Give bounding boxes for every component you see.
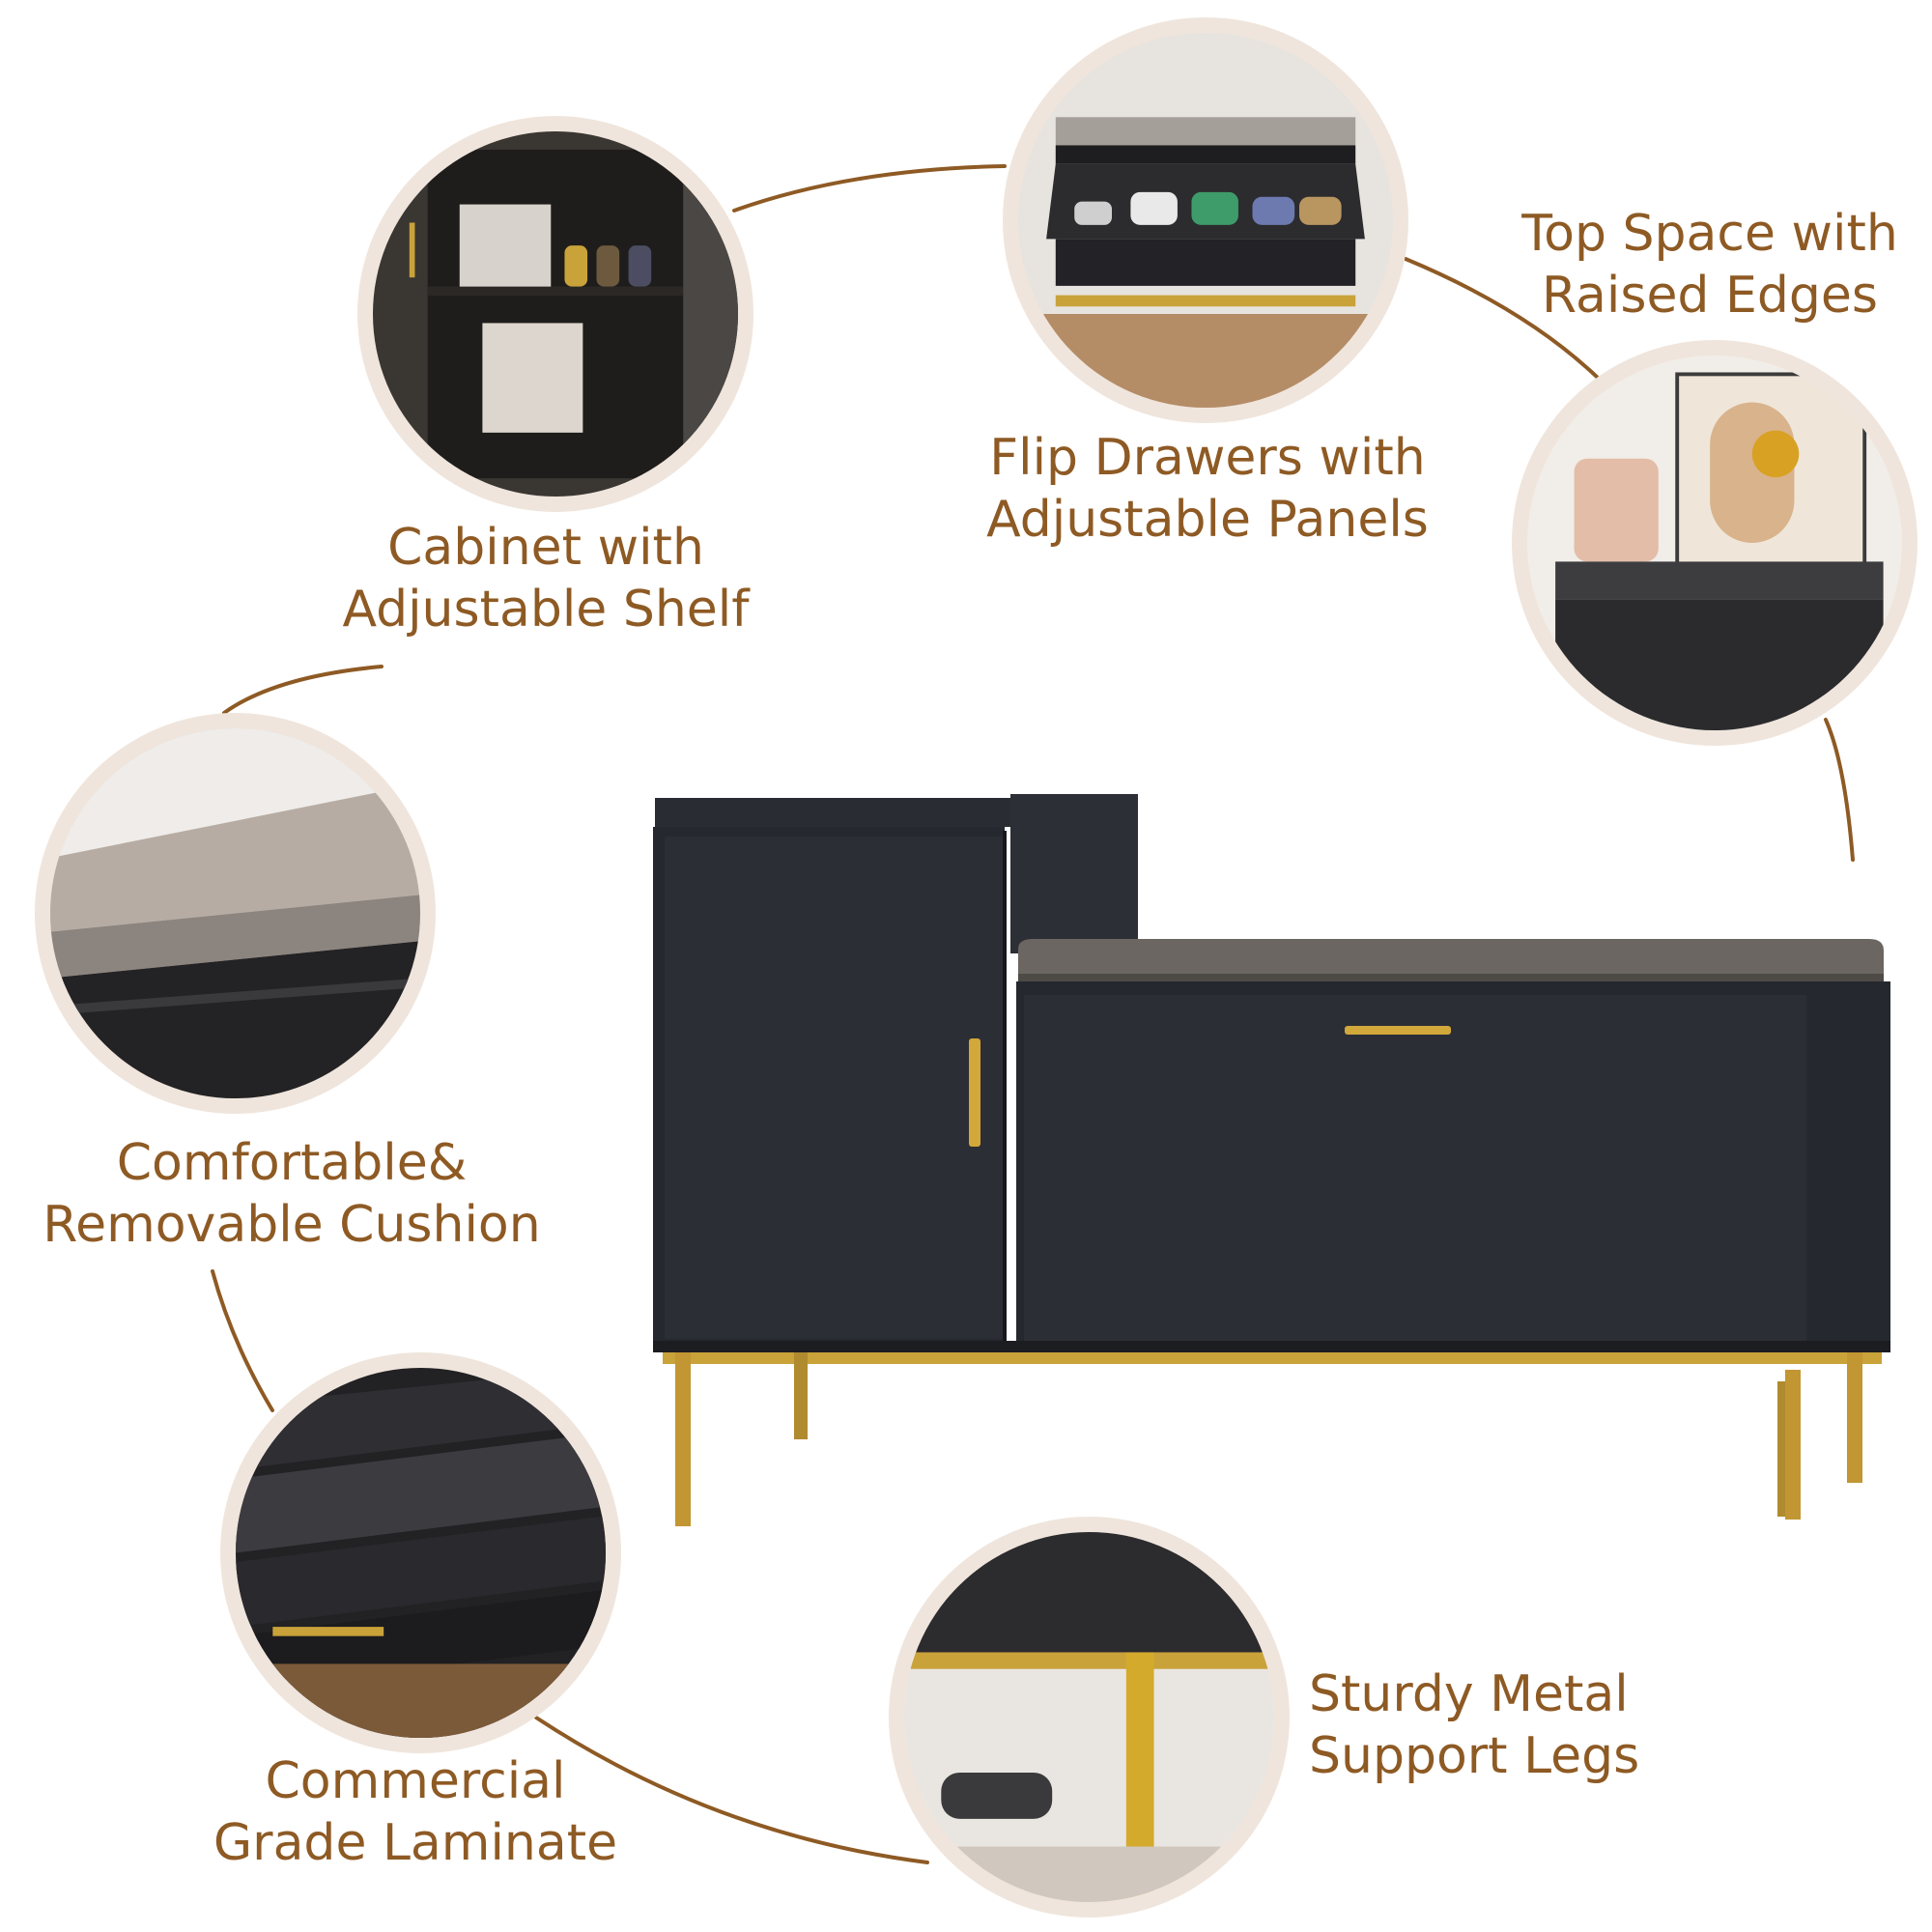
feature-label-laminate: Commercial Grade Laminate xyxy=(193,1750,638,1874)
top-space-detail-circle xyxy=(1512,340,1918,746)
feature-label-line: Cabinet with xyxy=(387,519,704,577)
feature-label-cushion: Comfortable& Removable Cushion xyxy=(21,1132,562,1256)
cabinet-detail-circle xyxy=(357,116,753,512)
flip-drawer-detail-circle xyxy=(1003,17,1408,423)
feature-label-line: Support Legs xyxy=(1309,1727,1640,1785)
feature-label-line: Comfortable& xyxy=(116,1134,468,1192)
feature-label-line: Removable Cushion xyxy=(43,1196,541,1254)
feature-label-line: Raised Edges xyxy=(1542,267,1878,325)
feature-label-line: Adjustable Panels xyxy=(986,491,1429,549)
legs-detail-circle xyxy=(889,1517,1290,1918)
feature-label-top: Top Space with Raised Edges xyxy=(1488,203,1932,327)
feature-label-line: Sturdy Metal xyxy=(1309,1665,1629,1723)
feature-label-legs: Sturdy Metal Support Legs xyxy=(1309,1663,1676,1787)
laminate-detail-circle xyxy=(220,1352,621,1753)
feature-label-line: Adjustable Shelf xyxy=(342,581,750,639)
feature-label-cabinet: Cabinet with Adjustable Shelf xyxy=(338,517,753,640)
cushion-detail-circle xyxy=(35,713,436,1114)
feature-label-line: Commercial xyxy=(265,1752,566,1810)
feature-label-line: Flip Drawers with xyxy=(989,429,1426,487)
feature-label-flip: Flip Drawers with Adjustable Panels xyxy=(956,427,1459,551)
feature-label-line: Top Space with xyxy=(1521,205,1898,263)
feature-label-line: Grade Laminate xyxy=(213,1814,618,1872)
